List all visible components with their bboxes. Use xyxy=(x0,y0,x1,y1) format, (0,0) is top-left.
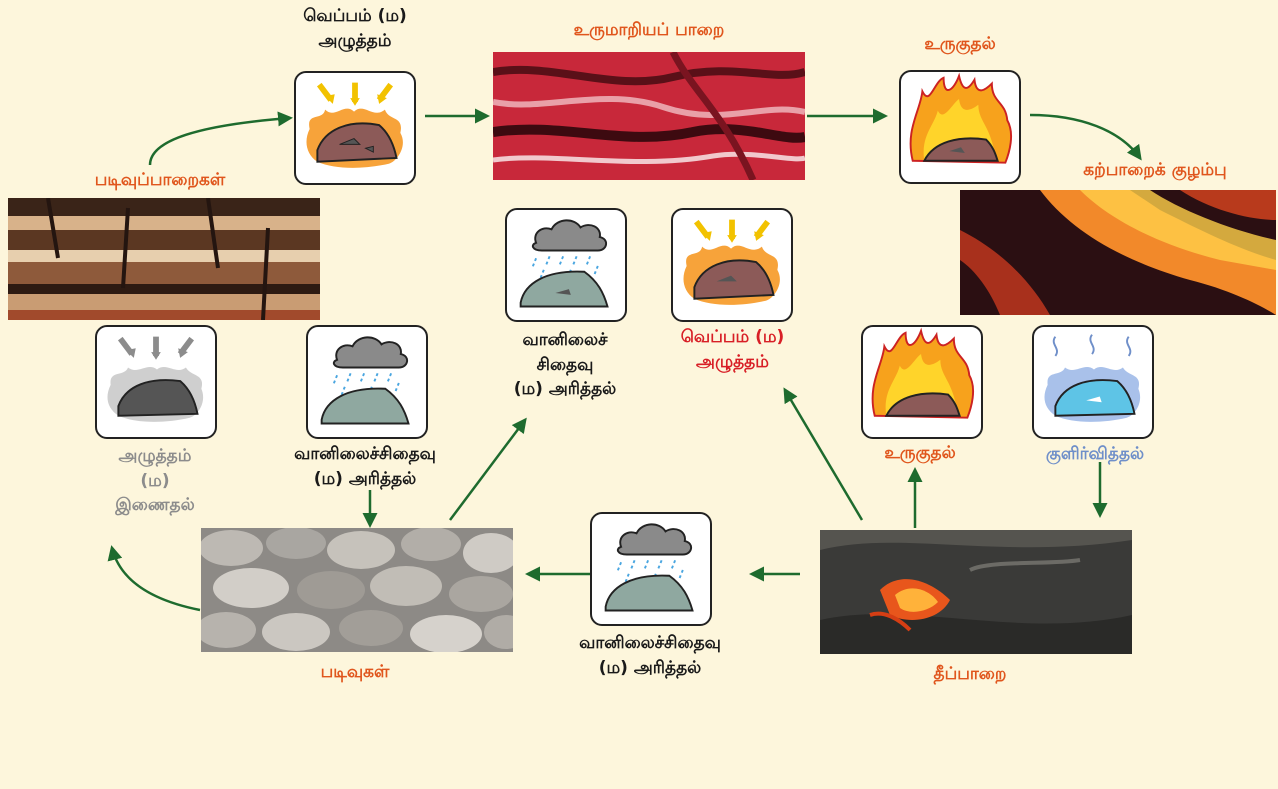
label-melting-right: உருகுதல் xyxy=(845,441,995,466)
arrow-sediments-to-compaction xyxy=(112,548,200,610)
label-metamorphic-rock: உருமாறியப் பாறை xyxy=(493,18,805,43)
sedimentary-rock-image xyxy=(8,198,320,320)
cooling-icon xyxy=(1032,325,1154,439)
label-weathering-left: வானிலைச்சிதைவு (ம) அரித்தல் xyxy=(240,442,490,491)
label-igneous-rock: தீப்பாறை xyxy=(890,662,1050,687)
label-magma: கற்பாறைக் குழம்பு xyxy=(1040,158,1270,183)
melting-fire-right-icon xyxy=(861,325,983,439)
label-sedimentary-rocks: படிவுப்பாறைகள் xyxy=(40,168,280,193)
label-weathering-left-line2: (ம) அரித்தல் xyxy=(240,467,490,492)
weathering-rain-bottom-icon xyxy=(590,512,712,626)
label-heat-pressure-top-line2: அழுத்தம் xyxy=(270,29,440,54)
label-heat-pressure-center-line1: வெப்பம் (ம) xyxy=(650,325,815,350)
label-heat-pressure-center-line2: அழுத்தம் xyxy=(650,350,815,375)
label-heat-pressure-top-line1: வெப்பம் (ம) xyxy=(270,4,440,29)
label-compaction: அழுத்தம் (ம) இணைதல் xyxy=(80,444,230,518)
arrow-melting-to-magma xyxy=(1030,115,1140,158)
metamorphic-rock-image xyxy=(493,52,805,180)
igneous-rock-image xyxy=(820,530,1132,654)
label-compaction-line2: (ம) xyxy=(80,469,230,494)
label-cooling: குளிர்வித்தல் xyxy=(1005,442,1185,467)
label-sediments: படிவுகள் xyxy=(280,660,430,685)
compaction-pressure-icon xyxy=(95,325,217,439)
arrow-sedimentary-to-heat xyxy=(150,118,290,165)
label-heat-pressure-center: வெப்பம் (ம) அழுத்தம் xyxy=(650,325,815,374)
label-weathering-bottom-line1: வானிலைச்சிதைவு xyxy=(520,631,780,656)
label-melting-top: உருகுதல் xyxy=(880,32,1040,57)
weathering-rain-left-icon xyxy=(306,325,428,439)
label-weathering-bottom: வானிலைச்சிதைவு (ம) அரித்தல் xyxy=(520,631,780,680)
sediments-image xyxy=(201,528,513,652)
label-weathering-left-line1: வானிலைச்சிதைவு xyxy=(240,442,490,467)
heat-pressure-icon xyxy=(294,71,416,185)
label-weathering-center: வானிலைச் சிதைவு (ம) அரித்தல் xyxy=(480,328,650,402)
magma-image xyxy=(960,190,1276,315)
label-weathering-center-line3: (ம) அரித்தல் xyxy=(480,377,650,402)
label-weathering-center-line2: சிதைவு xyxy=(480,353,650,378)
label-compaction-line3: இணைதல் xyxy=(80,493,230,518)
heat-pressure-center-icon xyxy=(671,208,793,322)
melting-fire-icon xyxy=(899,70,1021,184)
label-heat-pressure-top: வெப்பம் (ம) அழுத்தம் xyxy=(270,4,440,53)
label-compaction-line1: அழுத்தம் xyxy=(80,444,230,469)
label-weathering-center-line1: வானிலைச் xyxy=(480,328,650,353)
label-weathering-bottom-line2: (ம) அரித்தல் xyxy=(520,656,780,681)
weathering-rain-icon xyxy=(505,208,627,322)
